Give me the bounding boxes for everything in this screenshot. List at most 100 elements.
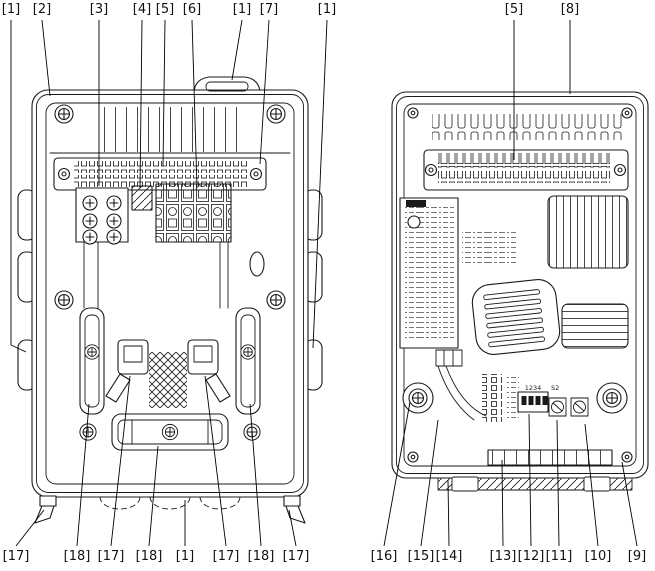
callout-line: [162, 19, 166, 167]
top-cover-handle: [205, 81, 249, 92]
callout-line: [15, 509, 45, 547]
screw-icon: [621, 107, 633, 119]
callout-label: [1]: [317, 2, 337, 17]
callout-line: [420, 419, 439, 547]
callout-leader-lines: [10, 19, 638, 547]
approval-mark-icon: [407, 215, 421, 229]
callout-line: [204, 375, 227, 547]
callout-line: [10, 20, 27, 353]
compartment-panel: [45, 102, 295, 485]
callout-line: [621, 461, 638, 547]
internal-connector-wires: [435, 349, 487, 421]
callout-label: [16]: [370, 549, 398, 564]
callout-label: [18]: [135, 549, 163, 564]
callout-label: [18]: [63, 549, 91, 564]
callout-label: [17]: [97, 549, 125, 564]
pcb-silkscreen-text: [505, 376, 519, 420]
louver-panel: [561, 303, 629, 349]
callout-label: [1]: [232, 2, 252, 17]
callout-line: [528, 413, 532, 547]
callout-label: [13]: [489, 549, 517, 564]
cable-claw-right: [283, 495, 306, 524]
jumper-module: [131, 185, 153, 211]
callout-label: [5]: [504, 2, 524, 17]
type-label-sticker: [399, 197, 459, 349]
callout-line: [556, 419, 560, 547]
callout-label: [2]: [32, 2, 52, 17]
screw-terminal-block: [75, 187, 129, 245]
callout-label: [18]: [247, 549, 275, 564]
dip-switch-designator: S2: [551, 384, 559, 392]
left-device-drawing: [17, 76, 323, 524]
cable-knockout-oval: [249, 251, 265, 277]
base-strip: [437, 476, 633, 492]
screw-icon: [54, 290, 74, 310]
bottom-knockout-arcs: [99, 496, 241, 510]
screw-icon: [266, 104, 286, 124]
top-cover-tab: [193, 76, 261, 93]
cable-claw-left: [34, 495, 57, 524]
dip-switch: 1234 S2: [517, 384, 559, 413]
upper-ribs: [96, 107, 244, 152]
screw-icon: [407, 451, 419, 463]
callout-line: [249, 403, 262, 547]
callout-label: [8]: [560, 2, 580, 17]
clamp-terminal-block: [155, 183, 232, 243]
plug-terminal-strip: [423, 149, 629, 191]
fuse-holder-right: [235, 307, 261, 415]
callout-label: [9]: [627, 549, 647, 564]
mounting-boss-left: [402, 382, 434, 414]
strain-relief-right: [187, 339, 231, 403]
screw-icon: [602, 388, 622, 408]
info-text-block: [462, 228, 518, 264]
callout-label: [15]: [407, 549, 435, 564]
callout-label: [7]: [259, 2, 279, 17]
housing-inner-wall: [36, 94, 304, 493]
callout-line: [501, 459, 504, 547]
plug-terminal-strip: [53, 157, 267, 191]
callout-line: [110, 375, 131, 547]
callout-label: [5]: [155, 2, 175, 17]
callout-label: [14]: [435, 549, 463, 564]
callout-line: [288, 509, 297, 547]
callout-label: [11]: [545, 549, 573, 564]
callout-line: [148, 445, 159, 547]
screw-icon: [407, 107, 419, 119]
wiring-channels: [83, 241, 229, 309]
callout-line: [383, 401, 411, 547]
fuse-holder-left: [79, 307, 105, 415]
callout-line: [191, 19, 198, 189]
callout-line: [312, 19, 328, 349]
callout-line: [259, 19, 270, 165]
callout-label: [3]: [89, 2, 109, 17]
heatsink-fins: [547, 195, 629, 269]
pcb-pad-matrix: [482, 374, 502, 422]
callout-line: [76, 403, 90, 547]
callout-line: [447, 479, 450, 547]
vent-slits-row: [432, 114, 626, 140]
callout-label: [4]: [132, 2, 152, 17]
dip-switch-label: 1234: [525, 384, 542, 392]
callout-label: [17]: [212, 549, 240, 564]
screw-icon: [54, 104, 74, 124]
callout-label: [10]: [584, 549, 612, 564]
callout-label: [17]: [282, 549, 310, 564]
vent-louver: [471, 279, 561, 355]
screw-icon: [79, 423, 97, 441]
screw-icon: [621, 451, 633, 463]
callout-label: [1]: [1, 2, 21, 17]
callout-line: [41, 19, 51, 97]
screw-icon: [161, 423, 179, 441]
callout-line: [139, 19, 143, 189]
strain-relief-left: [105, 339, 149, 403]
line-terminals: [548, 397, 589, 417]
callout-line: [231, 19, 243, 81]
housing-inner-wall: [396, 96, 644, 474]
mounting-boss-right: [596, 382, 628, 414]
right-device-drawing: 1234 S2: [391, 91, 649, 492]
screw-icon: [408, 388, 428, 408]
bottom-terminal-row: [487, 449, 613, 466]
callout-line: [584, 423, 599, 547]
